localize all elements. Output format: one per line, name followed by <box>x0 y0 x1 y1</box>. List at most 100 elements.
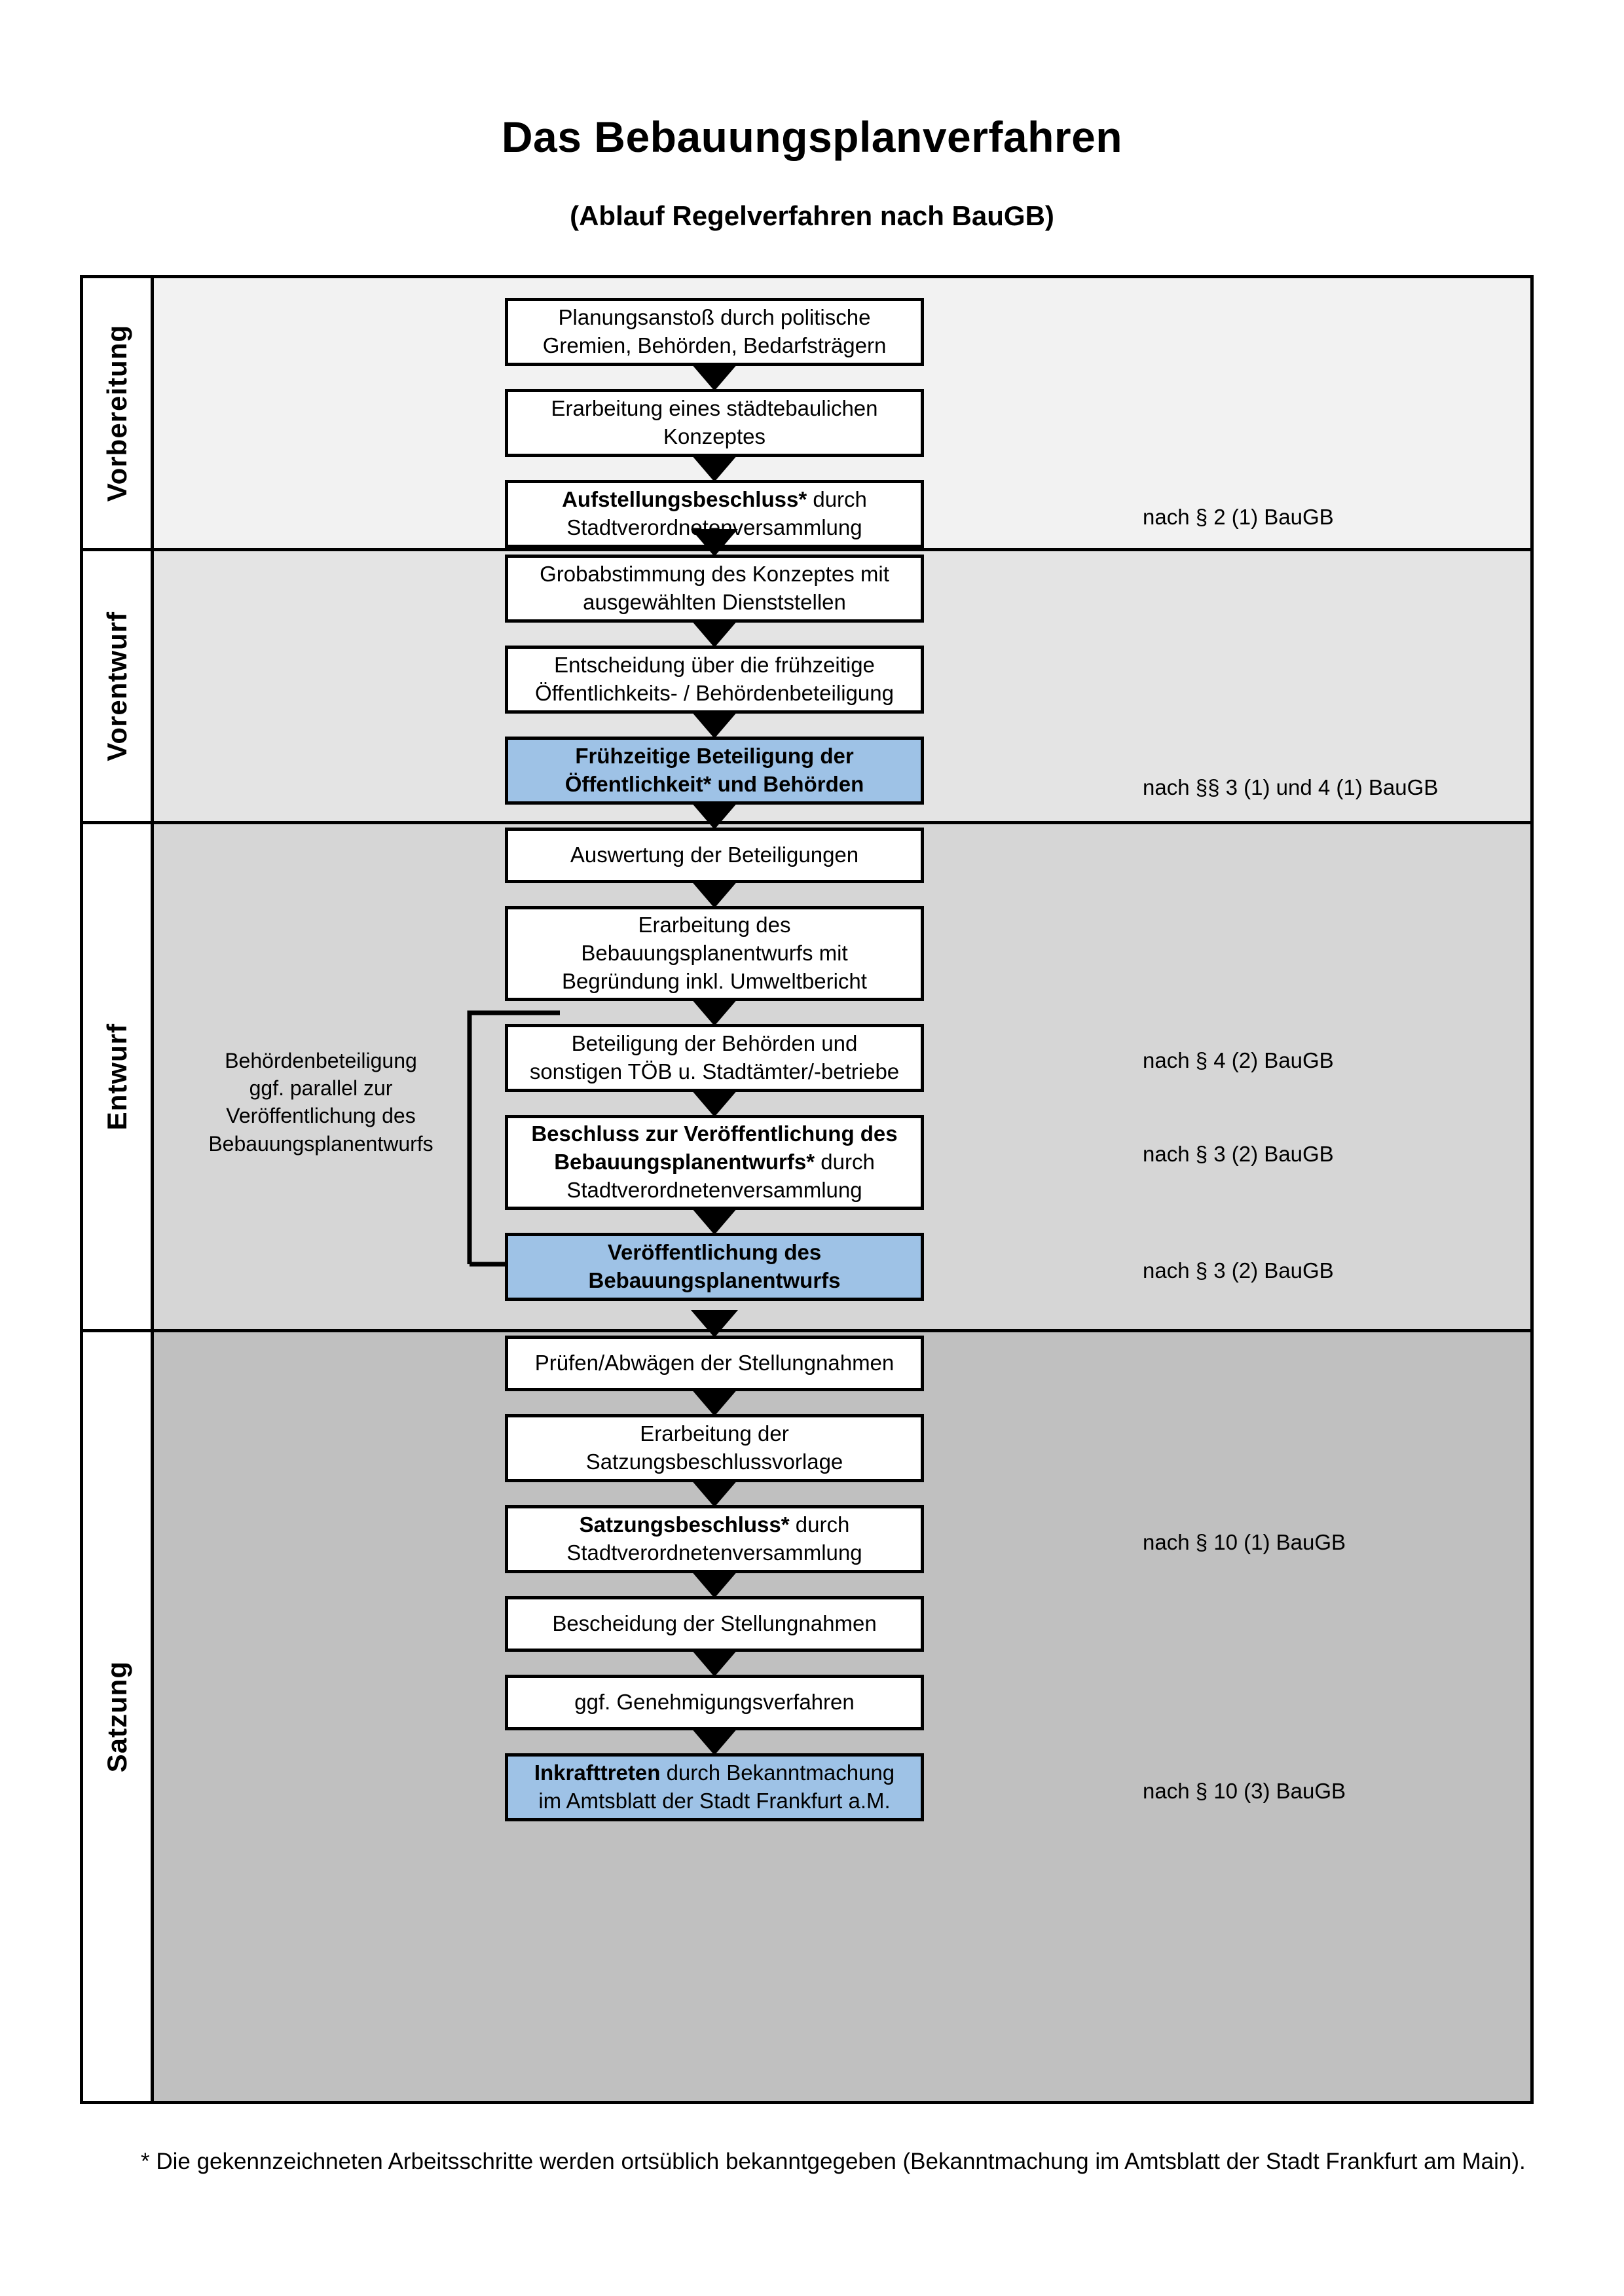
step-line: Satzungsbeschlussvorlage <box>585 1449 843 1474</box>
page-subtitle: (Ablauf Regelverfahren nach BauGB) <box>570 200 1054 232</box>
step-line: Planungsanstoß durch politische <box>558 305 871 330</box>
step-line: Stadtverordnetenversammlung <box>566 1540 862 1565</box>
side-note-line: ggf. parallel zur <box>249 1076 393 1101</box>
step-line-bold: Aufstellungsbeschluss* <box>562 487 807 512</box>
side-note-line: Veröffentlichung des <box>226 1104 416 1128</box>
lane-label-text: Entwurf <box>101 1023 132 1131</box>
legal-reference-1: nach § 2 (1) BauGB <box>1143 505 1334 529</box>
flow-arrow-down-icon <box>691 1728 738 1755</box>
flow-arrow-down-icon <box>691 881 738 908</box>
step-line-bold: Veröffentlichung des <box>607 1240 822 1265</box>
step-box-veroeffentlichung-bebauungsplanentwurf[interactable]: Veröffentlichung des Bebauungsplanentwur… <box>505 1233 924 1301</box>
step-box-planungsanstoss[interactable]: Planungsanstoß durch politische Gremien,… <box>505 298 924 366</box>
step-line: Gremien, Behörden, Bedarfsträgern <box>542 333 887 357</box>
step-box-bescheidung-stellungnahmen[interactable]: Bescheidung der Stellungnahmen <box>505 1596 924 1652</box>
step-line: Stadtverordnetenversammlung <box>566 1177 862 1202</box>
step-line: sonstigen TÖB u. Stadtämter/-betriebe <box>529 1059 900 1084</box>
lane-entwurf: Entwurf Behördenbeteiligung ggf. paralle… <box>83 802 1530 1332</box>
flow-arrow-down-icon <box>691 998 738 1026</box>
lane-label-text: Vorbereitung <box>101 324 132 502</box>
flow-arrow-down-icon <box>691 711 738 738</box>
footnote: * Die gekennzeichneten Arbeitsschritte w… <box>141 2149 1526 2174</box>
page-title: Das Bebauungsplanverfahren <box>501 113 1123 161</box>
step-line: Bescheidung der Stellungnahmen <box>552 1611 877 1636</box>
flow-arrow-down-icon <box>691 1480 738 1507</box>
step-line: Grobabstimmung des Konzeptes mit <box>540 562 889 587</box>
step-box-grobabstimmung[interactable]: Grobabstimmung des Konzeptes mit ausgewä… <box>505 555 924 623</box>
flow-arrow-down-icon <box>691 1571 738 1598</box>
step-line: Öffentlichkeits- / Behördenbeteiligung <box>535 681 894 705</box>
step-box-genehmigungsverfahren[interactable]: ggf. Genehmigungsverfahren <box>505 1675 924 1730</box>
legal-reference-2: nach §§ 3 (1) und 4 (1) BauGB <box>1143 775 1439 799</box>
side-note-behoerdenbeteiligung: Behördenbeteiligung ggf. parallel zur Ve… <box>167 1047 475 1157</box>
step-line-bold: Inkrafttreten <box>534 1760 661 1785</box>
lane-label-text: Satzung <box>101 1660 132 1773</box>
flow-arrow-down-icon <box>691 1207 738 1235</box>
step-line: im Amtsblatt der Stadt Frankfurt a.M. <box>538 1789 891 1813</box>
step-box-erarbeitung-bebauungsplanentwurf[interactable]: Erarbeitung des Bebauungsplanentwurfs mi… <box>505 906 924 1001</box>
side-note-line: Behördenbeteiligung <box>225 1049 417 1072</box>
step-line-bold: Öffentlichkeit* und Behörden <box>564 772 864 796</box>
flow-arrow-down-icon <box>691 529 738 556</box>
lane-body-entwurf: Behördenbeteiligung ggf. parallel zur Ve… <box>154 802 1530 1329</box>
step-line: ggf. Genehmigungsverfahren <box>574 1690 855 1715</box>
legal-reference-7: nach § 10 (3) BauGB <box>1143 1779 1346 1803</box>
step-box-beschluss-veroeffentlichung[interactable]: Beschluss zur Veröffentlichung des Bebau… <box>505 1115 924 1210</box>
flowchart-frame: Vorbereitung Planungsanstoß durch politi… <box>80 275 1534 2104</box>
step-line: Erarbeitung eines städtebaulichen <box>551 396 878 421</box>
step-line-suffix: durch Bekanntmachung <box>660 1760 895 1785</box>
step-line: Erarbeitung des <box>638 913 791 938</box>
flow-arrow-down-icon <box>691 363 738 391</box>
step-line-suffix: durch <box>807 487 867 512</box>
step-line: Auswertung der Beteiligungen <box>570 843 859 867</box>
step-line: Konzeptes <box>663 424 766 448</box>
lane-satzung: Satzung Prüfen/Abwägen der Stellungnahme… <box>83 1310 1530 2101</box>
step-line: Begründung inkl. Umweltbericht <box>562 968 867 993</box>
step-line-suffix: durch <box>815 1150 875 1175</box>
step-box-erarbeitung-satzungsbeschlussvorlage[interactable]: Erarbeitung der Satzungsbeschlussvorlage <box>505 1414 924 1482</box>
legal-reference-6: nach § 10 (1) BauGB <box>1143 1530 1346 1554</box>
step-box-aufstellungsbeschluss[interactable]: Aufstellungsbeschluss* durch Stadtverord… <box>505 480 924 548</box>
step-line-suffix: durch <box>789 1512 850 1537</box>
legal-reference-4: nach § 3 (2) BauGB <box>1143 1142 1334 1166</box>
step-line: ausgewählten Dienststellen <box>583 590 846 614</box>
flow-arrow-down-icon <box>691 454 738 482</box>
lane-vorentwurf: Vorentwurf Grobabstimmung des Konzeptes … <box>83 529 1530 824</box>
lane-label-vorentwurf: Vorentwurf <box>83 551 154 821</box>
step-box-fruehzeitige-beteiligung[interactable]: Frühzeitige Beteiligung der Öffentlichke… <box>505 737 924 805</box>
flow-arrow-down-icon <box>691 1649 738 1677</box>
step-box-staedtebauliches-konzept[interactable]: Erarbeitung eines städtebaulichen Konzep… <box>505 389 924 457</box>
legal-reference-5: nach § 3 (2) BauGB <box>1143 1258 1334 1283</box>
flow-arrow-down-icon <box>691 1389 738 1416</box>
step-line: Prüfen/Abwägen der Stellungnahmen <box>534 1351 895 1376</box>
step-box-inkrafttreten[interactable]: Inkrafttreten durch Bekanntmachung im Am… <box>505 1753 924 1821</box>
flow-arrow-down-icon <box>691 620 738 647</box>
step-box-pruefen-abwaegen[interactable]: Prüfen/Abwägen der Stellungnahmen <box>505 1336 924 1391</box>
document-header: Das Bebauungsplanverfahren (Ablauf Regel… <box>0 0 1624 232</box>
step-line: Entscheidung über die frühzeitige <box>554 653 875 678</box>
lane-vorbereitung: Vorbereitung Planungsanstoß durch politi… <box>83 278 1530 551</box>
step-line-bold: Bebauungsplanentwurfs* <box>554 1150 815 1175</box>
legal-reference-3: nach § 4 (2) BauGB <box>1143 1048 1334 1072</box>
side-note-line: Bebauungsplanentwurfs <box>208 1131 434 1156</box>
flow-arrow-down-icon <box>691 1310 738 1338</box>
step-line: Erarbeitung der <box>640 1421 789 1446</box>
step-line: Bebauungsplanentwurfs mit <box>581 941 848 966</box>
flow-arrow-down-icon <box>691 1089 738 1117</box>
lane-label-text: Vorentwurf <box>101 611 132 761</box>
lane-label-entwurf: Entwurf <box>83 824 154 1329</box>
step-box-entscheidung-fruehzeitige-beteiligung[interactable]: Entscheidung über die frühzeitige Öffent… <box>505 646 924 714</box>
step-line-bold: Bebauungsplanentwurfs <box>588 1268 841 1292</box>
lane-label-satzung: Satzung <box>83 1332 154 2101</box>
step-line-bold: Beschluss zur Veröffentlichung des <box>531 1121 898 1146</box>
lane-body-vorentwurf: Grobabstimmung des Konzeptes mit ausgewä… <box>154 529 1530 821</box>
lane-label-vorbereitung: Vorbereitung <box>83 278 154 548</box>
step-box-satzungsbeschluss[interactable]: Satzungsbeschluss* durch Stadtverordnete… <box>505 1505 924 1573</box>
step-line: Beteiligung der Behörden und <box>571 1031 858 1056</box>
step-box-beteiligung-behoerden-toeb[interactable]: Beteiligung der Behörden und sonstigen T… <box>505 1024 924 1092</box>
lane-body-satzung: Prüfen/Abwägen der Stellungnahmen Erarbe… <box>154 1310 1530 2101</box>
step-line-bold: Frühzeitige Beteiligung der <box>575 744 854 769</box>
step-line-bold: Satzungsbeschluss* <box>579 1512 790 1537</box>
step-box-auswertung-beteiligungen[interactable]: Auswertung der Beteiligungen <box>505 828 924 883</box>
lane-body-vorbereitung: Planungsanstoß durch politische Gremien,… <box>154 278 1530 548</box>
